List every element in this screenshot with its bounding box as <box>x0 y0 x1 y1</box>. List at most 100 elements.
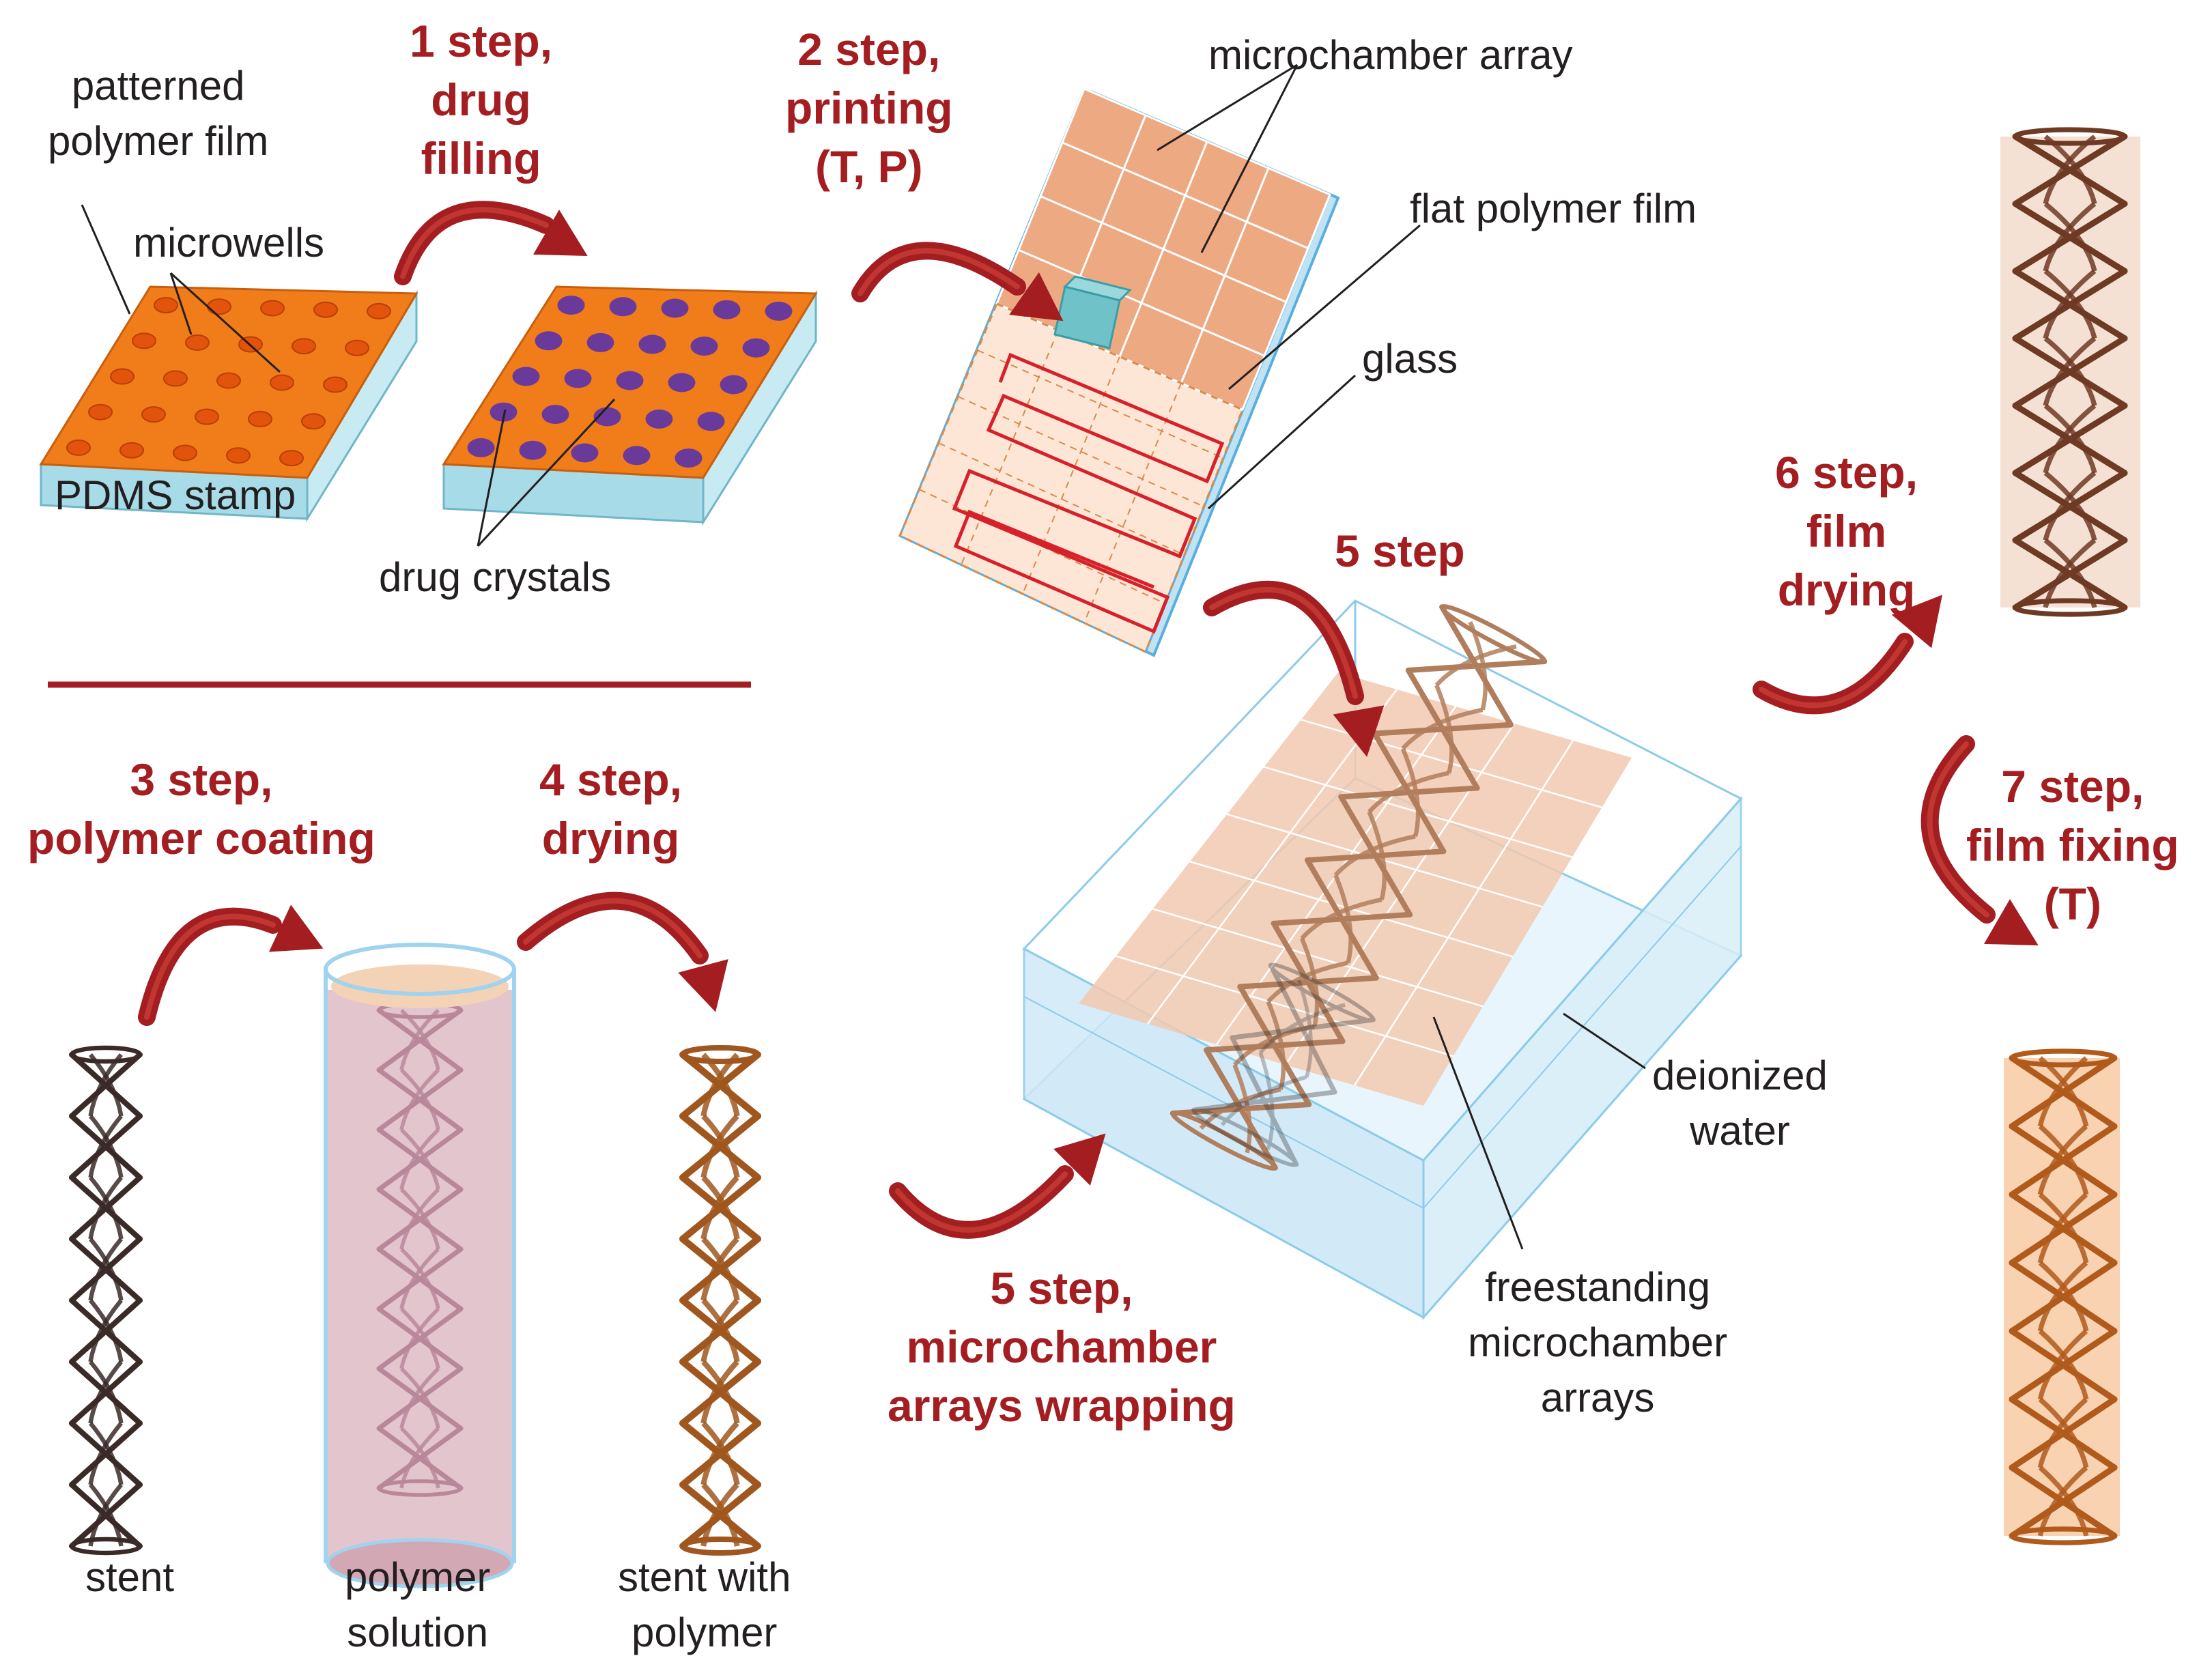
drug-crystal <box>616 371 644 390</box>
stent-bare <box>69 1045 143 1556</box>
step-arrows <box>138 201 2039 1239</box>
freestanding-film <box>1079 672 1632 1106</box>
drug-crystal <box>690 337 718 356</box>
step-5-bottom-line-3: arrays wrapping <box>888 1380 1236 1431</box>
step-1-label: 1 step, drug filling <box>410 12 552 188</box>
stent-film-fixed <box>2004 1048 2120 1545</box>
drug-crystal <box>593 407 621 427</box>
microwell <box>185 334 210 351</box>
step-3-line-2: polymer coating <box>27 812 375 863</box>
drug-crystal <box>467 438 495 457</box>
stent-with-polymer-line-2: polymer <box>632 1610 778 1655</box>
drug-crystal <box>765 301 793 321</box>
arrow-step-1 <box>394 201 588 285</box>
drug-crystal <box>490 402 517 422</box>
drug-crystal <box>623 446 651 466</box>
glass-slide <box>898 87 1340 657</box>
step-5-bottom-line-2: microchamber <box>906 1321 1217 1372</box>
step-6-line-3: drying <box>1777 564 1916 615</box>
step-7-line-2: film fixing <box>1966 819 2179 870</box>
freestanding-label: freestanding microchamber arrays <box>1468 1259 1727 1425</box>
microwell <box>292 338 316 355</box>
step-2-label: 2 step, printing (T, P) <box>785 20 953 196</box>
microwell <box>173 444 197 461</box>
stent-label: stent <box>85 1554 175 1600</box>
microwell <box>248 410 272 427</box>
arrow-step-5-bottom <box>889 1133 1106 1239</box>
step-7-label: 7 step, film fixing (T) <box>1966 758 2179 933</box>
polymer-solution-label: polymer solution <box>345 1549 490 1660</box>
step-5-top-line-1: 5 step <box>1335 526 1465 576</box>
step-3-line-1: 3 step, <box>130 754 273 805</box>
step-5-bottom-label: 5 step, microchamber arrays wrapping <box>888 1259 1236 1435</box>
microwell <box>119 442 144 459</box>
freestanding-line-1: freestanding <box>1484 1264 1711 1310</box>
patterned-film-line-1: patterned <box>71 63 245 109</box>
freestanding-line-3: arrays <box>1540 1375 1655 1420</box>
printing-path <box>952 352 1225 634</box>
drug-crystal <box>742 338 770 358</box>
step-1-line-1: 1 step, <box>410 16 553 66</box>
step-2-line-3: (T, P) <box>814 141 923 192</box>
step-6-label: 6 step, film drying <box>1775 444 1918 619</box>
printing-head <box>1053 275 1132 349</box>
step-4-line-2: drying <box>541 812 680 863</box>
microwell <box>270 374 294 391</box>
polymer-solution-line-2: solution <box>347 1610 489 1655</box>
tank-stent <box>1169 604 1548 1171</box>
flat-film-label: flat polymer film <box>1410 186 1697 231</box>
microwell <box>313 301 338 318</box>
stent-film-dried <box>2000 127 2140 617</box>
microwell <box>207 298 231 315</box>
microwell <box>195 408 219 425</box>
microwell <box>88 403 113 420</box>
step-1-line-2: drug <box>431 74 531 125</box>
stent-with-polymer-line-1: stent with <box>618 1554 791 1600</box>
drug-crystal <box>661 298 689 318</box>
arrow-step-3 <box>138 904 324 1026</box>
arrow-step-6 <box>1753 595 1942 715</box>
microwell <box>163 370 188 387</box>
deionized-water-line-1: deionized <box>1652 1053 1828 1098</box>
step-5-top-label: 5 step <box>1335 522 1465 581</box>
pdms-stamp <box>39 285 419 523</box>
step-6-line-2: film <box>1806 505 1887 556</box>
drug-crystal <box>713 300 741 319</box>
arrow-step-5-top <box>1203 581 1385 757</box>
arrow-step-2 <box>851 242 1064 322</box>
patterned-film-line-2: polymer film <box>48 118 269 164</box>
step-3-label: 3 step, polymer coating <box>27 751 375 868</box>
stent-coated <box>679 1045 761 1556</box>
microwell <box>323 376 348 393</box>
drug-crystals-label: drug crystals <box>379 554 612 600</box>
step-5-bottom-line-1: 5 step, <box>990 1263 1133 1313</box>
microwell <box>260 300 285 317</box>
microchamber-array-grid <box>1018 115 1309 384</box>
drug-crystal <box>571 443 599 463</box>
drug-crystal <box>675 448 703 468</box>
freestanding-line-2: microchamber <box>1468 1319 1728 1365</box>
drug-crystal <box>541 405 569 425</box>
patterned-film-label: patterned polymer film <box>48 58 268 169</box>
step-7-line-3: (T) <box>2043 878 2101 929</box>
drug-crystal <box>668 373 696 392</box>
microwell <box>141 406 166 423</box>
leader-lines <box>81 63 1646 1250</box>
arrow-step-7 <box>1920 735 2039 945</box>
polymer-solution-cylinder <box>324 943 516 1588</box>
drug-crystal <box>609 297 637 317</box>
deionized-water-label: deionized water <box>1652 1048 1828 1158</box>
microwells-pattern <box>66 297 391 467</box>
microwell <box>66 439 91 456</box>
drug-crystal <box>535 331 563 351</box>
microwell <box>216 372 241 389</box>
microwell <box>345 339 369 356</box>
microwell <box>301 413 326 430</box>
drug-crystal <box>586 332 614 352</box>
drug-filled-stamp <box>442 285 818 526</box>
microwell <box>367 302 391 319</box>
step-4-line-1: 4 step, <box>539 754 683 805</box>
step-2-line-1: 2 step, <box>797 24 941 74</box>
drug-crystal <box>557 296 585 315</box>
